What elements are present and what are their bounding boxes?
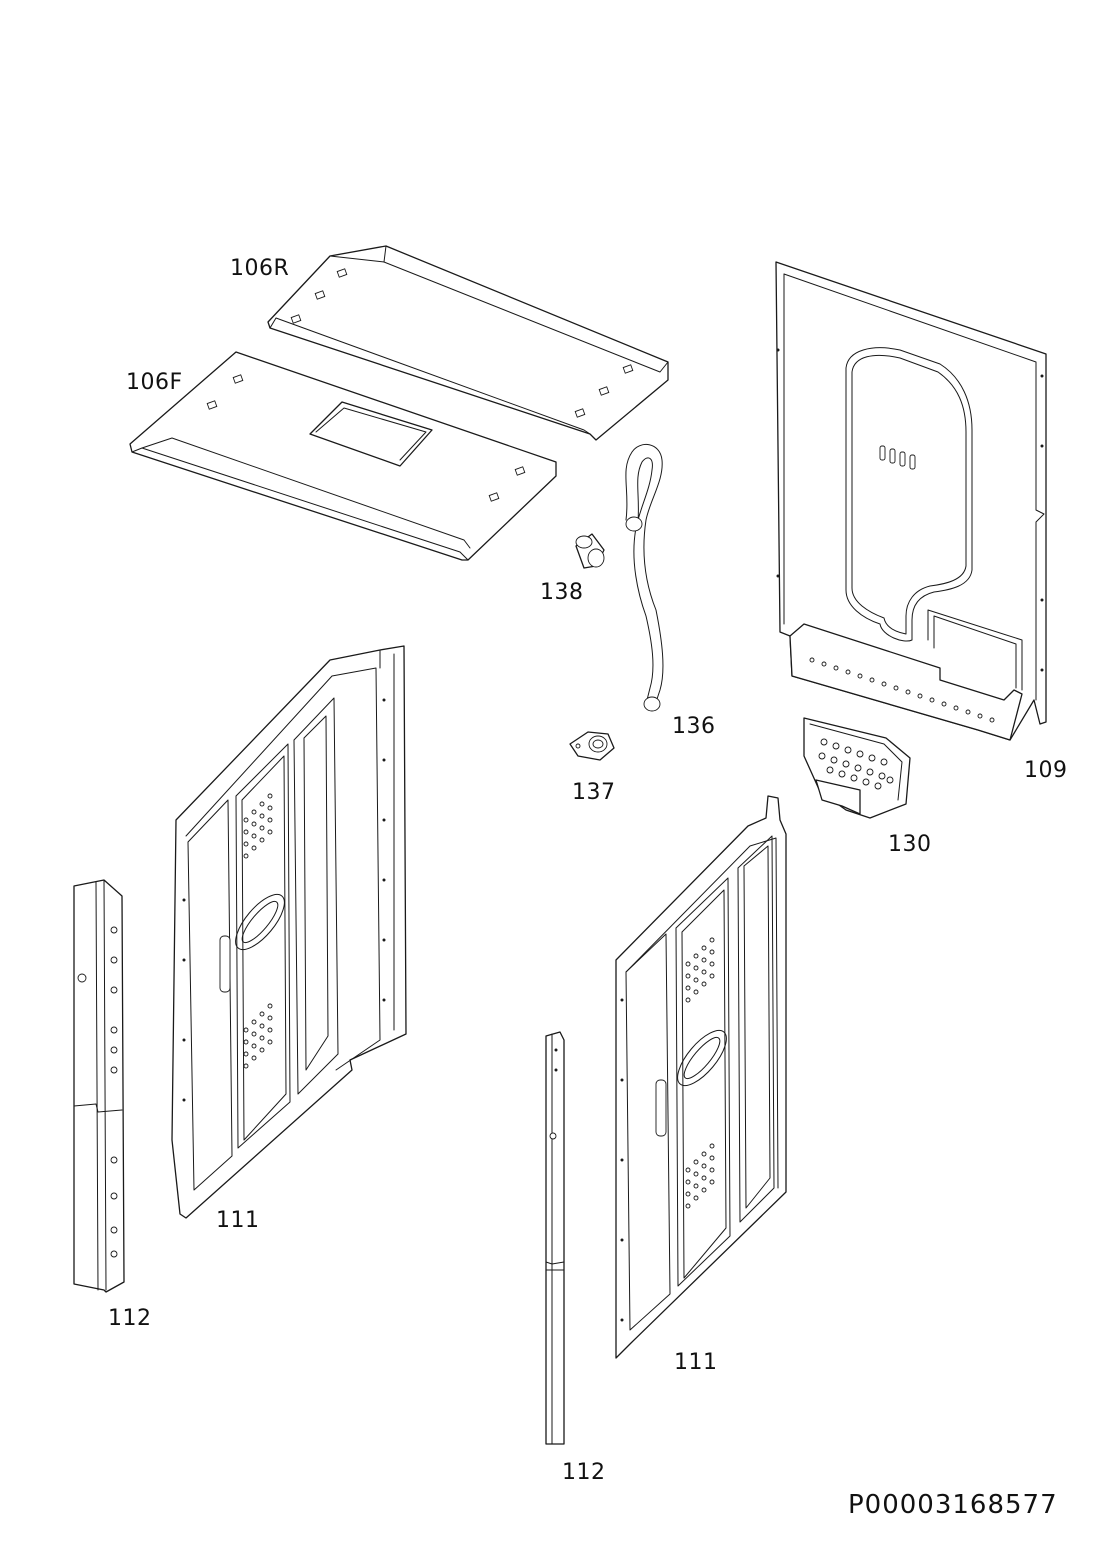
label-136: 136 bbox=[672, 714, 716, 739]
label-137: 137 bbox=[572, 780, 616, 805]
part-109-back-panel bbox=[775, 261, 1047, 741]
label-109: 109 bbox=[1024, 758, 1068, 783]
label-106R: 106R bbox=[230, 256, 290, 281]
label-111-right: 111 bbox=[674, 1350, 718, 1375]
document-id: P00003168577 bbox=[848, 1490, 1058, 1520]
part-137-flange bbox=[569, 731, 615, 761]
right-panel-vent-holes-lower bbox=[685, 1143, 715, 1209]
part-111-right-side-panel bbox=[615, 795, 787, 1359]
part-112-left-rail bbox=[73, 879, 125, 1293]
back-panel-vent-holes bbox=[809, 657, 995, 723]
part-106R-rear-top-panel bbox=[267, 245, 669, 441]
label-111-left: 111 bbox=[216, 1208, 260, 1233]
grille-holes bbox=[818, 738, 894, 790]
right-panel-vent-holes-upper bbox=[685, 937, 715, 1003]
part-112-right-rail bbox=[545, 1031, 565, 1445]
part-111-left-side-panel bbox=[171, 645, 407, 1219]
part-106F-front-top-panel bbox=[129, 351, 557, 561]
label-130: 130 bbox=[888, 832, 932, 857]
label-112-right: 112 bbox=[562, 1460, 606, 1485]
part-130-grille-cover bbox=[803, 717, 911, 819]
label-138: 138 bbox=[540, 580, 584, 605]
part-136-hose bbox=[625, 444, 664, 712]
label-112-left: 112 bbox=[108, 1306, 152, 1331]
left-panel-vent-holes-lower bbox=[243, 1003, 273, 1069]
left-panel-vent-holes-upper bbox=[243, 793, 273, 859]
part-138-connector bbox=[575, 533, 605, 569]
label-106F: 106F bbox=[126, 370, 183, 395]
